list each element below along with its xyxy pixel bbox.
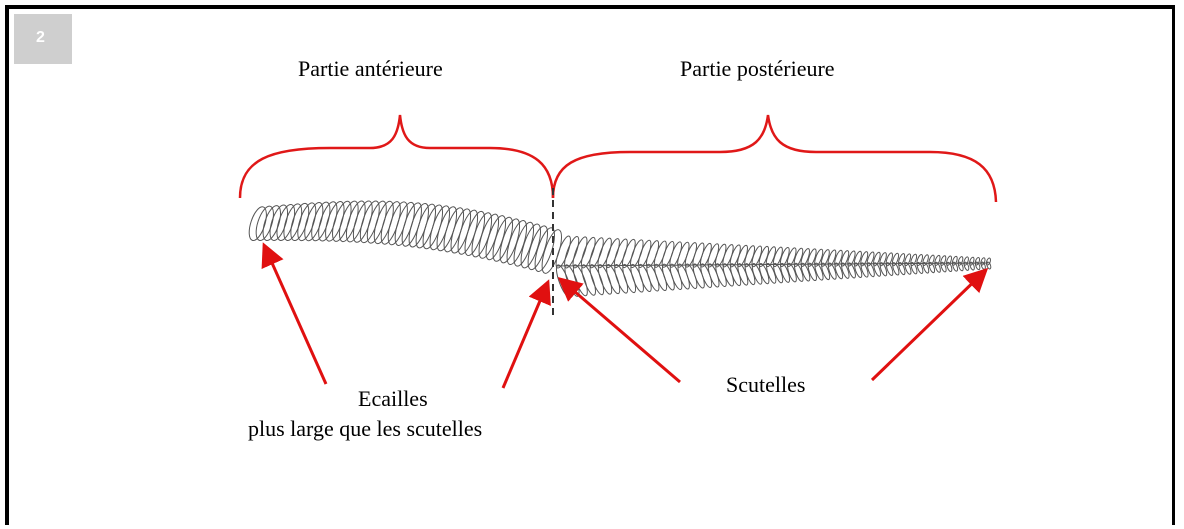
scutelle-outline xyxy=(779,262,792,283)
scale-outline xyxy=(644,239,661,268)
scutelle-outline xyxy=(652,263,669,292)
scale-outline xyxy=(652,240,669,269)
scutelle-outline xyxy=(636,263,653,293)
scutelle-outline xyxy=(683,263,699,290)
posterior-brace xyxy=(553,115,996,202)
arrow-ecailles-anterior xyxy=(264,245,326,384)
scale-outline xyxy=(587,236,606,269)
scutelle-outline xyxy=(587,263,606,296)
scale-outline xyxy=(636,239,653,269)
scutelle-outline xyxy=(691,263,706,289)
scutelle-outline xyxy=(628,263,646,293)
scale-outline xyxy=(660,240,677,268)
scutelle-outline xyxy=(786,262,798,282)
scale-outline xyxy=(668,241,684,269)
scale-outline xyxy=(612,238,630,269)
scale-outline xyxy=(620,238,638,269)
arrow-ecailles-junction xyxy=(503,282,548,388)
scutelle-outline xyxy=(699,263,714,289)
scutelle-outline xyxy=(620,263,638,294)
scale-outline xyxy=(595,237,614,269)
scutelle-outline xyxy=(668,263,684,291)
label-ecailles-description: plus large que les scutelles xyxy=(248,416,482,442)
label-ecailles: Ecailles xyxy=(358,386,428,412)
scutelle-outline xyxy=(596,263,615,295)
arrow-scutelles-junction xyxy=(560,279,680,382)
label-posterior-part: Partie postérieure xyxy=(680,56,835,82)
label-scutelles: Scutelles xyxy=(726,372,805,398)
scale-outline xyxy=(604,237,622,269)
label-anterior-part: Partie antérieure xyxy=(298,56,443,82)
anterior-brace xyxy=(240,115,553,198)
scutelle-outline xyxy=(612,263,630,294)
scutelle-outline xyxy=(660,263,677,291)
scutelle-outline xyxy=(644,263,661,292)
arrow-scutelles-tail xyxy=(872,270,986,380)
scutelle-outline xyxy=(706,263,721,288)
scale-outline xyxy=(628,239,646,269)
scutelle-outline xyxy=(676,263,692,290)
snake-scales-illustration xyxy=(246,199,992,298)
scutelle-outline xyxy=(579,263,598,296)
scutelle-outline xyxy=(604,263,622,295)
